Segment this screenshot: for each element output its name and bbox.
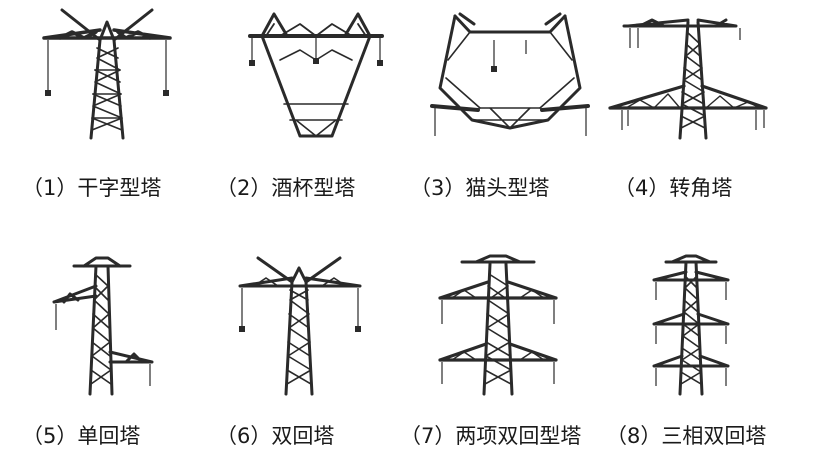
tower-3-caption: （3）猫头型塔	[410, 176, 550, 200]
tower-2-caption: （2）酒杯型塔	[216, 176, 356, 200]
tower-7-caption: （7）两项双回型塔	[400, 424, 582, 448]
tower-5-caption: （5）单回塔	[22, 424, 141, 448]
tower-8-caption: （8）三相双回塔	[606, 424, 767, 448]
tower-4-caption: （4）转角塔	[614, 176, 733, 200]
tower-1-caption: （1）干字型塔	[22, 176, 162, 200]
tower-6-caption: （6）双回塔	[216, 424, 335, 448]
